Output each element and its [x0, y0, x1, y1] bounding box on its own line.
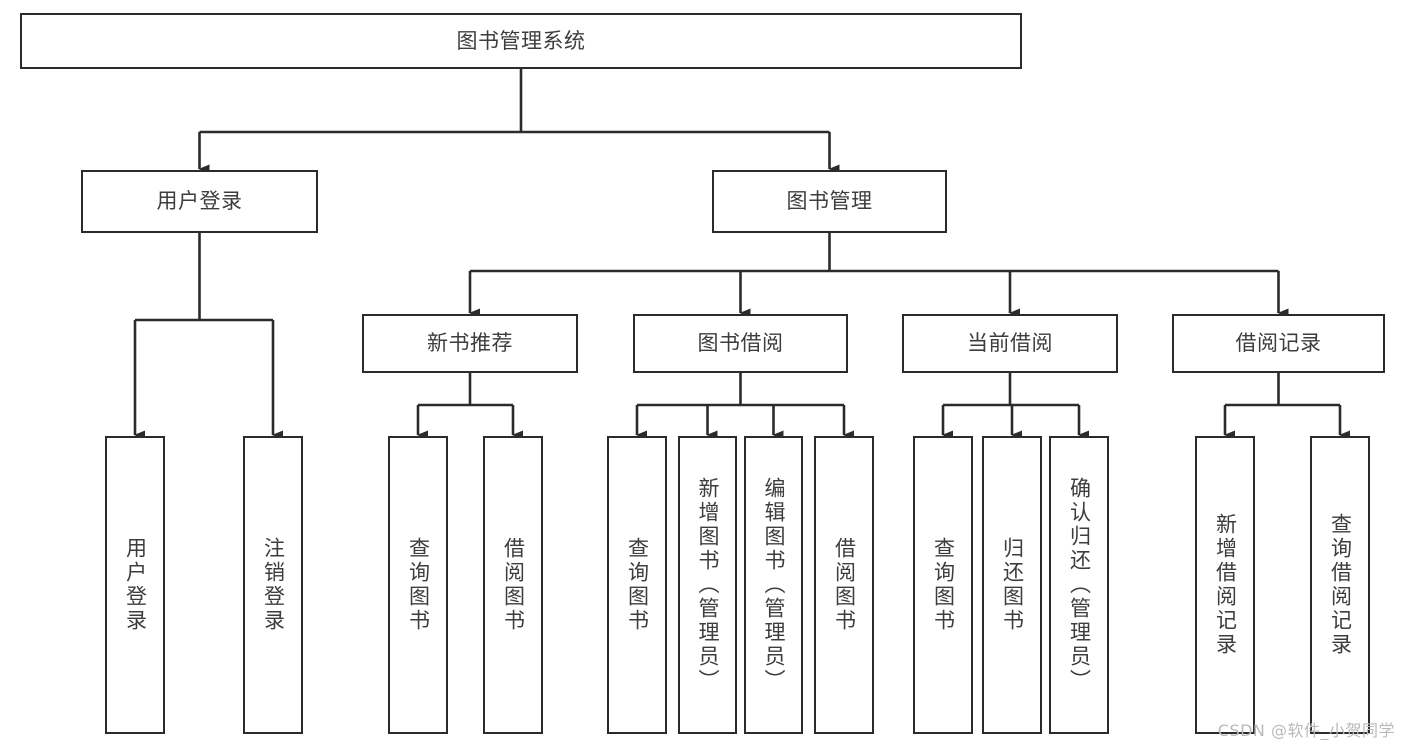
node-leaf-query-book-2[interactable]: 查询图书 — [607, 436, 667, 734]
node-leaf-confirm-ret[interactable]: 确认归还（管理员） — [1049, 436, 1109, 734]
node-label-leaf-return-book: 归还图书 — [1000, 537, 1025, 633]
node-label-leaf-edit-book: 编辑图书（管理员） — [762, 477, 786, 693]
node-label-user-login: 用户登录 — [156, 189, 243, 214]
node-label-book-mgmt: 图书管理 — [786, 189, 873, 214]
node-cur-borrow[interactable]: 当前借阅 — [902, 314, 1118, 373]
node-label-leaf-borrow-book-1: 借阅图书 — [501, 537, 526, 633]
node-label-leaf-add-book: 新增图书（管理员） — [696, 477, 720, 693]
node-label-borrow-rec: 借阅记录 — [1235, 331, 1322, 356]
node-label-new-book-rec: 新书推荐 — [427, 331, 513, 356]
node-book-mgmt[interactable]: 图书管理 — [712, 170, 947, 233]
node-label-cur-borrow: 当前借阅 — [967, 331, 1053, 356]
node-label-leaf-confirm-ret: 确认归还（管理员） — [1067, 477, 1092, 693]
node-leaf-query-record[interactable]: 查询借阅记录 — [1310, 436, 1370, 734]
node-label-leaf-query-record: 查询借阅记录 — [1328, 513, 1353, 657]
node-leaf-user-logout[interactable]: 注销登录 — [243, 436, 303, 734]
node-leaf-borrow-book-1[interactable]: 借阅图书 — [483, 436, 543, 734]
node-borrow-rec[interactable]: 借阅记录 — [1172, 314, 1385, 373]
node-label-leaf-query-book-1: 查询图书 — [406, 537, 431, 633]
node-label-leaf-user-logout: 注销登录 — [261, 537, 286, 633]
node-label-leaf-borrow-book-2: 借阅图书 — [832, 537, 857, 633]
node-leaf-add-book[interactable]: 新增图书（管理员） — [678, 436, 737, 734]
node-book-borrow[interactable]: 图书借阅 — [633, 314, 848, 373]
node-new-book-rec[interactable]: 新书推荐 — [362, 314, 578, 373]
node-leaf-user-login[interactable]: 用户登录 — [105, 436, 165, 734]
node-user-login[interactable]: 用户登录 — [81, 170, 318, 233]
node-leaf-edit-book[interactable]: 编辑图书（管理员） — [744, 436, 803, 734]
node-leaf-return-book[interactable]: 归还图书 — [982, 436, 1042, 734]
node-label-leaf-query-book-2: 查询图书 — [625, 537, 650, 633]
node-label-book-borrow: 图书借阅 — [697, 331, 784, 356]
node-label-root: 图书管理系统 — [456, 28, 586, 53]
watermark: CSDN @软件_小贺同学 — [1217, 721, 1395, 740]
node-label-leaf-add-record: 新增借阅记录 — [1213, 513, 1238, 657]
node-leaf-query-book-1[interactable]: 查询图书 — [388, 436, 448, 734]
node-label-leaf-user-login: 用户登录 — [123, 537, 148, 633]
node-leaf-add-record[interactable]: 新增借阅记录 — [1195, 436, 1255, 734]
node-leaf-query-book-3[interactable]: 查询图书 — [913, 436, 973, 734]
node-root[interactable]: 图书管理系统 — [20, 13, 1022, 69]
node-label-leaf-query-book-3: 查询图书 — [931, 537, 956, 633]
node-leaf-borrow-book-2[interactable]: 借阅图书 — [814, 436, 874, 734]
